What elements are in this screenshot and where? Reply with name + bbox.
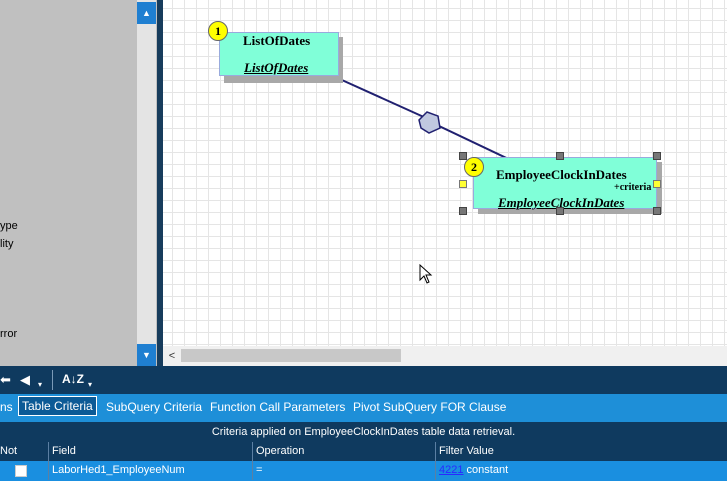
grid-empty-area: [0, 481, 727, 492]
table-node-listofdates[interactable]: ListOfDates ListOfDates: [219, 32, 339, 76]
join-connector-icon: [418, 111, 441, 134]
mouse-cursor-icon: [419, 264, 433, 284]
filter-value-type: constant: [466, 464, 509, 476]
not-checkbox[interactable]: [15, 465, 27, 477]
tab-function-call-parameters[interactable]: Function Call Parameters: [210, 400, 346, 414]
criteria-header: Criteria applied on EmployeeClockInDates…: [0, 422, 727, 442]
property-panel: ype lity rror ▲ ▼: [0, 0, 160, 366]
dropdown-arrow-icon[interactable]: ▾: [88, 380, 93, 389]
scroll-thumb[interactable]: [181, 349, 401, 362]
node-title: ListOfDates: [243, 33, 311, 48]
filter-value-link[interactable]: 4221: [439, 464, 464, 476]
tab-pivot-subquery[interactable]: Pivot SubQuery FOR Clause: [353, 400, 507, 414]
selection-handle[interactable]: [459, 180, 467, 188]
sort-az-icon[interactable]: A↓Z: [62, 372, 84, 386]
column-header-filter-value[interactable]: Filter Value: [439, 445, 494, 457]
column-header-field[interactable]: Field: [52, 445, 76, 457]
move-left-icon[interactable]: ⬅: [0, 372, 11, 387]
selection-handle[interactable]: [653, 152, 661, 160]
table-row[interactable]: LaborHed1_EmployeeNum = 4221 constant: [0, 461, 727, 481]
scroll-left-icon[interactable]: <: [168, 350, 176, 362]
tab-columns[interactable]: ns: [0, 400, 13, 414]
column-header-not[interactable]: Not: [0, 445, 18, 457]
panel-splitter[interactable]: [157, 0, 163, 366]
node-alias: ListOfDates: [244, 60, 309, 75]
criteria-toolbar: ⬅ ▾ ◀ A↓Z ▾: [0, 366, 727, 394]
node-alias: EmployeeClockInDates: [498, 195, 625, 210]
selection-handle[interactable]: [556, 152, 564, 160]
filter-value-cell[interactable]: 4221 constant: [439, 464, 508, 476]
criteria-tabs: ns Table Criteria SubQuery Criteria Func…: [0, 394, 727, 422]
property-label: ype: [0, 220, 18, 232]
dropdown-arrow-icon[interactable]: ▾: [38, 380, 43, 389]
tab-subquery-criteria[interactable]: SubQuery Criteria: [106, 400, 203, 414]
criteria-marker: +criteria: [614, 182, 652, 193]
selection-handle[interactable]: [653, 207, 661, 215]
selection-handle[interactable]: [459, 207, 467, 215]
node-number-badge: 2: [464, 157, 484, 177]
previous-icon[interactable]: ◀: [20, 372, 30, 387]
selection-handle[interactable]: [556, 207, 564, 215]
field-cell[interactable]: LaborHed1_EmployeeNum: [52, 464, 185, 476]
tab-table-criteria[interactable]: Table Criteria: [18, 396, 97, 416]
node-title: EmployeeClockInDates: [496, 167, 627, 182]
table-node-employeeclockindates[interactable]: EmployeeClockInDates +criteria EmployeeC…: [473, 157, 657, 210]
selection-handle[interactable]: [459, 152, 467, 160]
property-label: lity: [0, 238, 14, 250]
node-number-badge: 1: [208, 21, 228, 41]
selection-handle[interactable]: [653, 180, 661, 188]
query-diagram-canvas[interactable]: ListOfDates ListOfDates 1 EmployeeClockI…: [163, 0, 727, 346]
criteria-grid-header: Not Field Operation Filter Value: [0, 442, 727, 461]
operation-cell[interactable]: =: [256, 464, 263, 476]
canvas-horizontal-scrollbar[interactable]: <: [163, 346, 727, 366]
property-label: rror: [0, 328, 18, 340]
column-header-operation[interactable]: Operation: [256, 445, 305, 457]
scroll-down-icon[interactable]: ▼: [137, 344, 156, 366]
scroll-up-icon[interactable]: ▲: [137, 2, 156, 24]
property-panel-scrollbar[interactable]: ▲ ▼: [137, 0, 156, 366]
